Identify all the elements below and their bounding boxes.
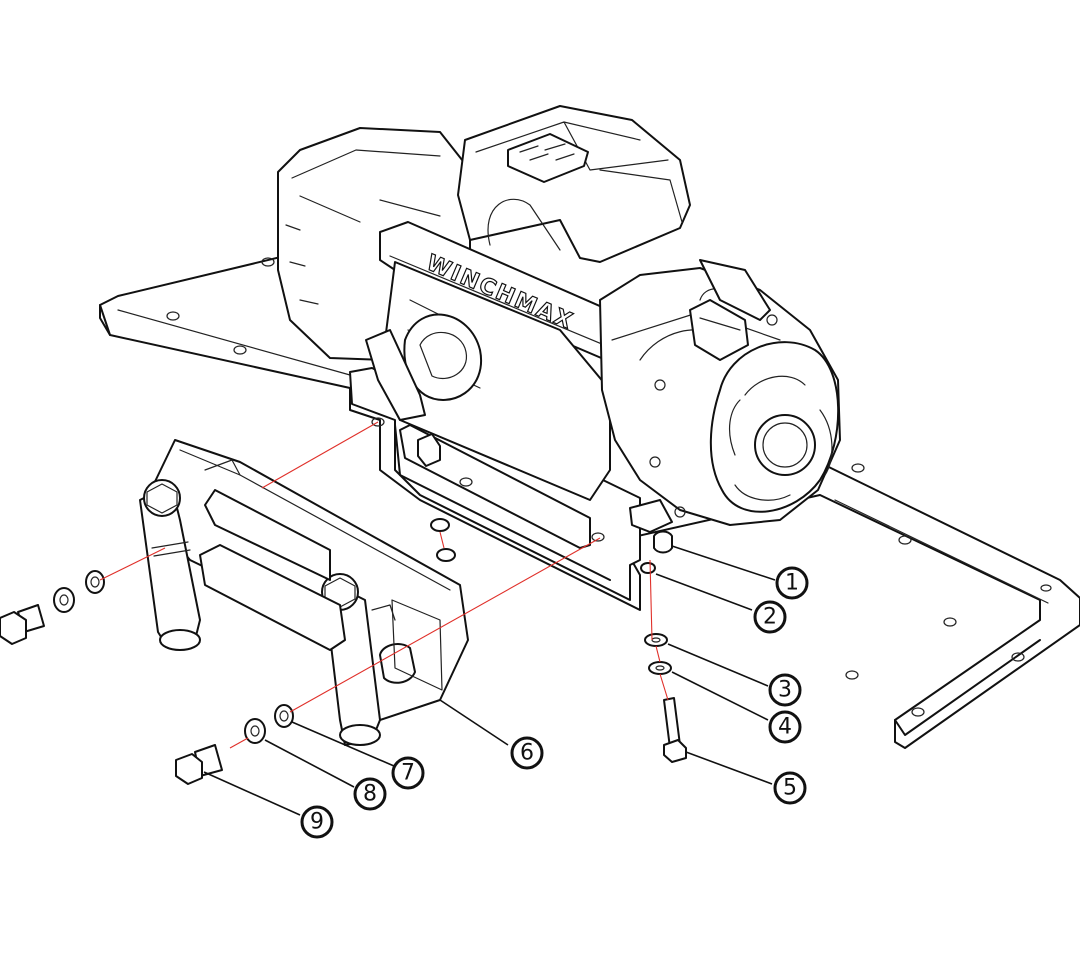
washer-part-4 [648,661,672,675]
callout-9-label: 9 [310,810,324,835]
callout-9: 9 [300,805,334,839]
callout-8: 8 [353,777,387,811]
callout-4: 4 [768,710,802,744]
callout-7-label: 7 [401,761,415,786]
callout-2-label: 2 [763,605,777,630]
leader-lines [203,545,776,816]
callout-8-label: 8 [363,782,377,807]
callout-4-label: 4 [778,715,792,740]
control-box-label-icon [507,133,589,183]
callout-3-label: 3 [778,678,792,703]
washer-part-8 [244,718,266,744]
callout-5: 5 [773,771,807,805]
washer-part-3 [644,633,668,647]
hardware-winch-mount [640,530,687,763]
plate-hole [166,257,1052,717]
callout-2: 2 [753,600,787,634]
winch-assembly: WINCHMAX [277,105,841,533]
bolt-part-9 [175,744,223,785]
nut-part-1 [653,530,673,554]
hardware-fairlead-mount [0,518,456,785]
washer-part-2 [640,562,656,574]
callout-3: 3 [768,673,802,707]
roller-fairlead [139,439,469,746]
callout-1: 1 [775,566,809,600]
callout-5-label: 5 [783,776,797,801]
callout-7: 7 [391,756,425,790]
callout-6: 6 [510,736,544,770]
bolt-part-5 [663,697,687,763]
washer-part-7 [274,704,294,728]
callout-1-label: 1 [785,571,799,596]
callout-6-label: 6 [520,741,534,766]
alignment-guides [99,421,601,749]
